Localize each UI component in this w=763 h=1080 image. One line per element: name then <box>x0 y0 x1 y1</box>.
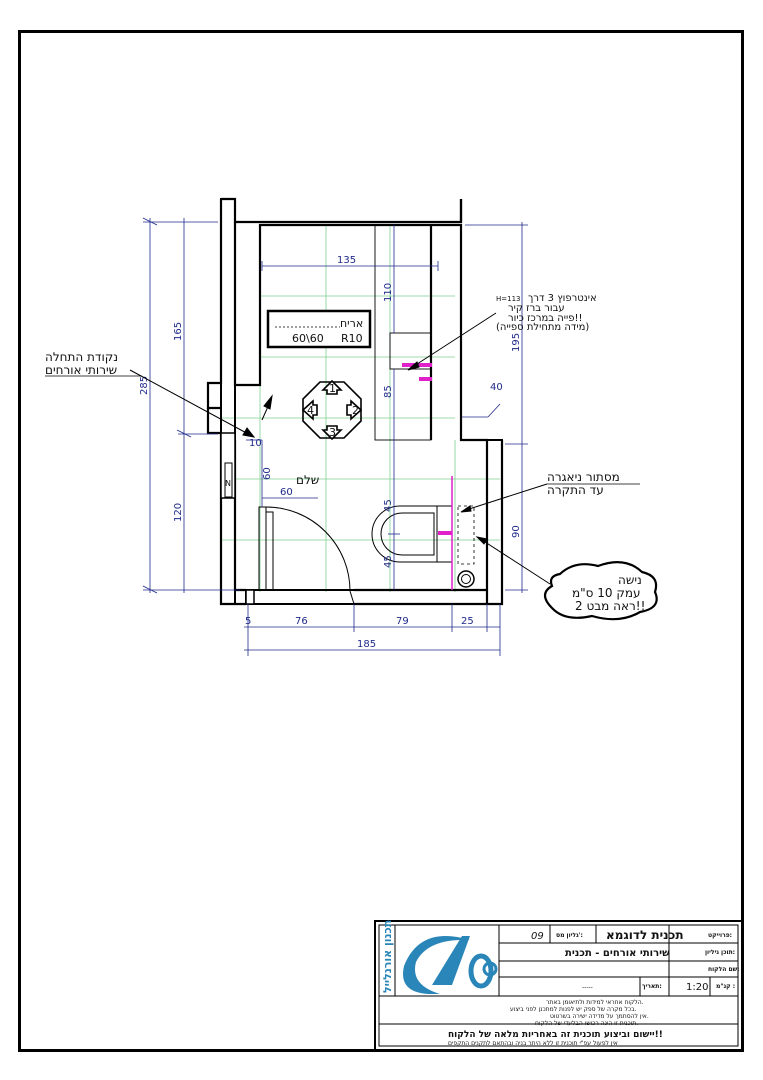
start-arrow <box>129 369 273 438</box>
cistern-leader <box>460 483 548 513</box>
cistern-note-line1: מסתור ניאגרה <box>547 470 620 484</box>
fine-print-3: אין להסתמך על מדידה ישירה בשרטוט. <box>550 1013 649 1020</box>
company-logo <box>403 935 498 994</box>
valve-letter: N <box>225 479 231 488</box>
direction-1: 1 <box>329 382 336 395</box>
niche-note-line3: ראה מבט 2!! <box>575 599 645 613</box>
intercept-height: H=113 <box>496 295 521 303</box>
date-label: תאריך: <box>642 983 662 990</box>
scale-label: קנ"מ : <box>716 983 735 990</box>
window-left <box>220 432 236 499</box>
left-column <box>220 198 236 605</box>
intercept-note-line2: עבור ברז קיר <box>508 303 565 314</box>
niche-cloud <box>543 561 658 621</box>
tile-spec-size: 60\60 <box>292 332 324 345</box>
outer-wall <box>221 197 463 224</box>
dim-90: 90 <box>511 525 522 538</box>
project-label: פרוייקט: <box>708 932 732 939</box>
inner-room-upper <box>233 222 489 604</box>
title-block <box>374 920 743 1051</box>
floor-drain-inner <box>461 574 471 584</box>
window-frame <box>224 462 233 498</box>
fine-print-4: תוכנית זו הינה רכושו הבלעדי של הלקוח. <box>535 1020 638 1027</box>
direction-compass <box>301 379 363 441</box>
dim-165: 165 <box>173 322 184 341</box>
dim-45-lower: 45 <box>383 555 394 568</box>
step-label: שלם <box>296 473 319 487</box>
dim-25: 25 <box>461 616 474 627</box>
client-label: שם הלקוח: <box>708 966 740 973</box>
fine-print-1: הלקוח אחראי למידות ולתיאומן באתר. <box>546 999 644 1006</box>
cistern-note-line2: עד התקרה <box>547 483 604 497</box>
start-note-line2: שירותי אורחים <box>45 363 117 377</box>
dim-60-horizontal: 60 <box>280 487 293 498</box>
sheet-value: 09 <box>531 931 544 942</box>
floor-drain-outer <box>457 570 475 588</box>
door-jamb <box>245 589 255 605</box>
dim-195: 195 <box>511 333 522 352</box>
dim-10: 10 <box>249 438 262 449</box>
dim-120: 120 <box>173 503 184 522</box>
content-label: תוכן גיליון: <box>705 949 735 956</box>
sheet-label: גליון מס': <box>556 932 583 939</box>
project-value: תכנית לדוגמא <box>606 928 684 942</box>
right-column <box>486 439 503 605</box>
direction-2: 2 <box>352 404 359 417</box>
scale-value: 1:20 <box>686 982 708 993</box>
dim-110: 110 <box>383 283 394 302</box>
sheet-border <box>18 30 744 1052</box>
dim-185: 185 <box>357 639 376 650</box>
fine-print-5: אין לפעול עפ"י תוכנית זו ללא היתר בניה ו… <box>448 1040 618 1047</box>
dim-285: 285 <box>139 376 150 395</box>
start-note-line1: נקודת התחלה <box>45 350 118 364</box>
intercept-note-line3: פייה במרכז כיור!! <box>508 313 583 324</box>
dim-79: 79 <box>396 616 409 627</box>
door <box>258 506 355 605</box>
left-inner-lower <box>233 440 246 592</box>
date-value: ----- <box>582 984 593 991</box>
direction-3: 3 <box>329 426 336 439</box>
niche-note-line1: נישה <box>618 573 642 587</box>
vertical-company-name: תכנון אורנלייל <box>381 920 394 993</box>
dim-135: 135 <box>337 255 356 266</box>
dim-85: 85 <box>383 385 394 398</box>
dim-45-upper: 45 <box>383 499 394 512</box>
direction-4: 4 <box>307 404 314 417</box>
bottom-wall <box>354 440 504 606</box>
bottom-strip <box>245 589 488 605</box>
niche-leader <box>475 536 551 585</box>
intercept-note-line1: אינטרפוץ 3 דרך <box>528 293 597 304</box>
tile-spec-title: אריח <box>340 317 363 330</box>
bold-note: יישום וביצוע תוכנית זה באחריות מלאה של ה… <box>448 1030 663 1040</box>
cistern-hatch <box>457 505 475 565</box>
intercept-note-line4: (מידה מתחילת ספייה) <box>496 322 589 333</box>
left-wall-upper <box>206 199 223 410</box>
dim-5: 5 <box>245 616 251 627</box>
intercept-leader <box>407 312 497 371</box>
tile-spec-box <box>266 309 372 349</box>
niche-note-line2: עמק 10 ס"מ <box>572 586 641 600</box>
dim-76: 76 <box>295 616 308 627</box>
content-value: שירותי אורחים - תכנית <box>565 948 670 959</box>
tile-spec-grade: R10 <box>341 332 363 345</box>
dim-60-vertical: 60 <box>262 467 273 480</box>
fine-print-2: בכל מקרה של ספק יש לפנות למתכנן לפני ביצ… <box>510 1006 637 1013</box>
pipe-markers <box>402 363 452 535</box>
dim-40: 40 <box>490 382 503 393</box>
dimension-lines <box>142 217 528 656</box>
